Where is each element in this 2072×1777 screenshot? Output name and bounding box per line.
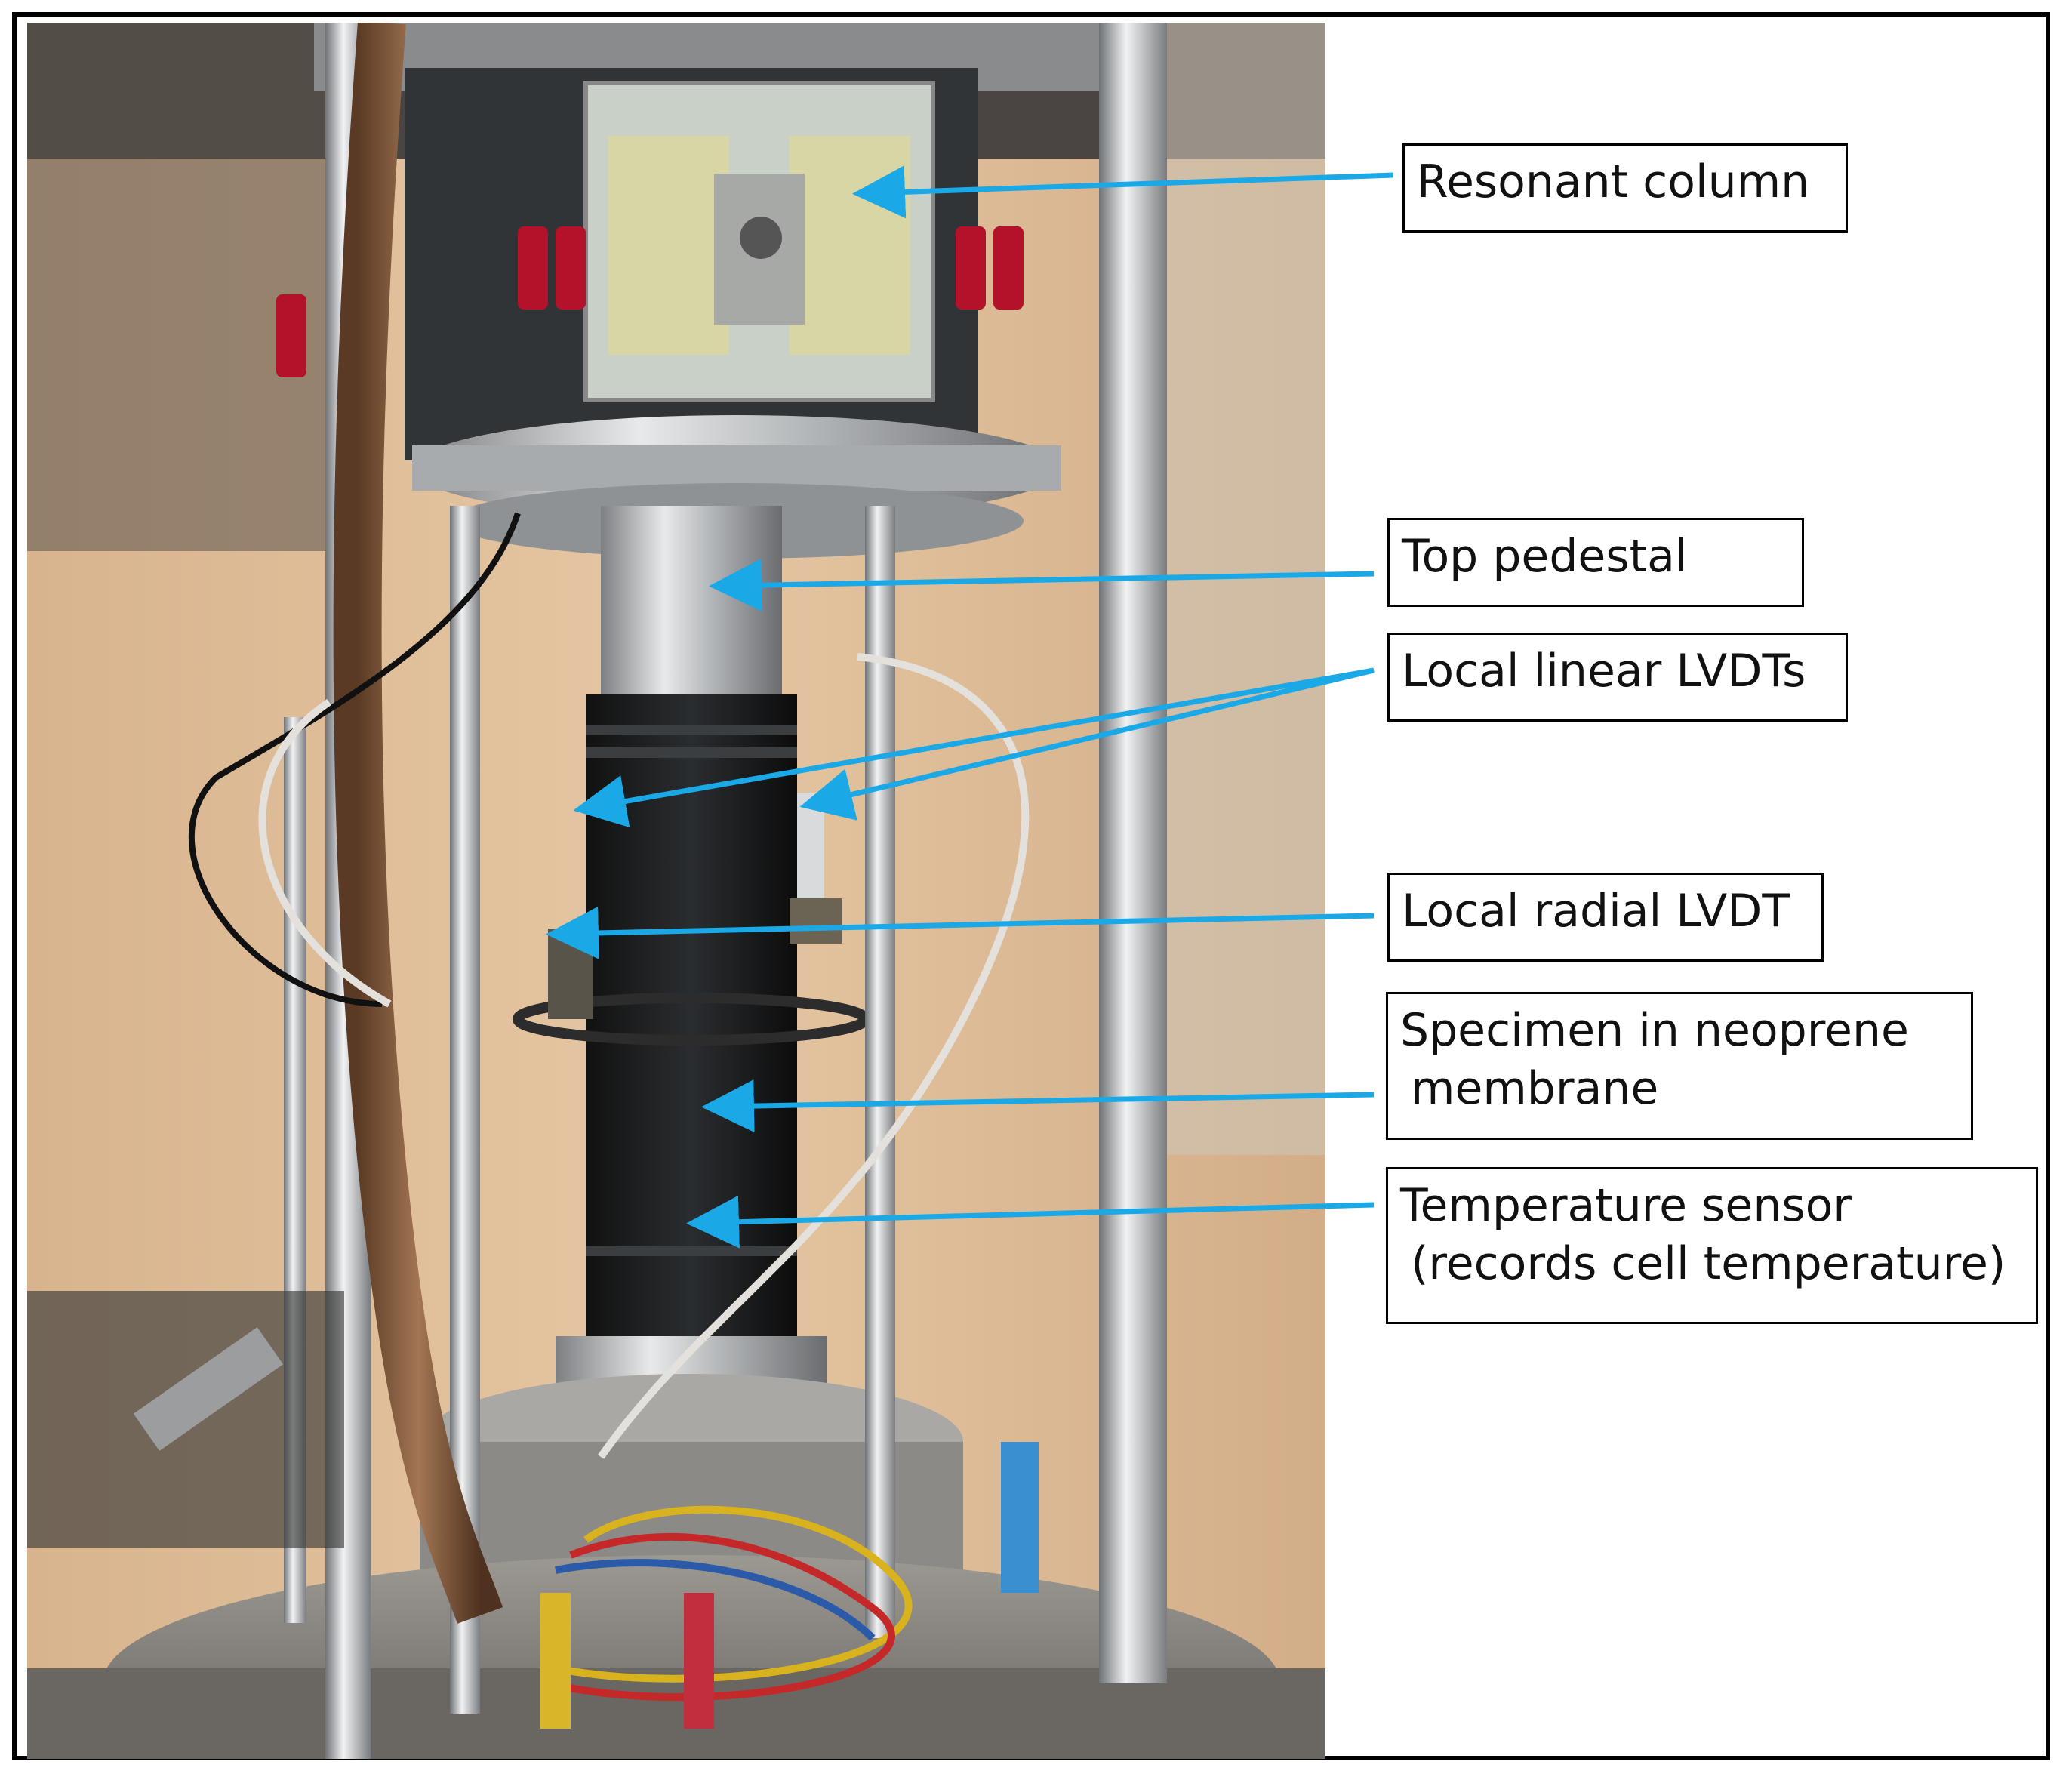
label-text-line2: membrane [1411,1061,1659,1115]
arrow-radial-lvdt [546,906,1375,959]
arrow-resonant-column [852,165,1394,219]
label-temperature-sensor: Temperature sensor (records cell tempera… [1386,1167,2038,1324]
label-text-line2: (records cell temperature) [1411,1237,2006,1290]
label-text-line1: Temperature sensor [1400,1179,1852,1232]
arrow-specimen [701,1079,1375,1133]
arrow-linear-lvdt-left [573,667,1375,828]
label-text: Local linear LVDTs [1402,645,1806,698]
arrow-temperature-sensor [686,1195,1375,1249]
label-local-radial-lvdt: Local radial LVDT [1387,873,1824,962]
label-text-line1: Specimen in neoprene [1400,1004,1909,1057]
label-text: Resonant column [1417,156,1810,208]
label-top-pedestal: Top pedestal [1387,518,1804,607]
label-local-linear-lvdts: Local linear LVDTs [1387,633,1848,722]
arrow-linear-lvdt-right [799,667,1375,821]
label-specimen: Specimen in neoprene membrane [1386,992,1973,1140]
label-text: Top pedestal [1402,530,1688,583]
arrow-top-pedestal [709,559,1375,612]
apparatus-photo [27,23,1325,1759]
label-text: Local radial LVDT [1402,885,1790,938]
label-resonant-column: Resonant column [1402,143,1848,233]
